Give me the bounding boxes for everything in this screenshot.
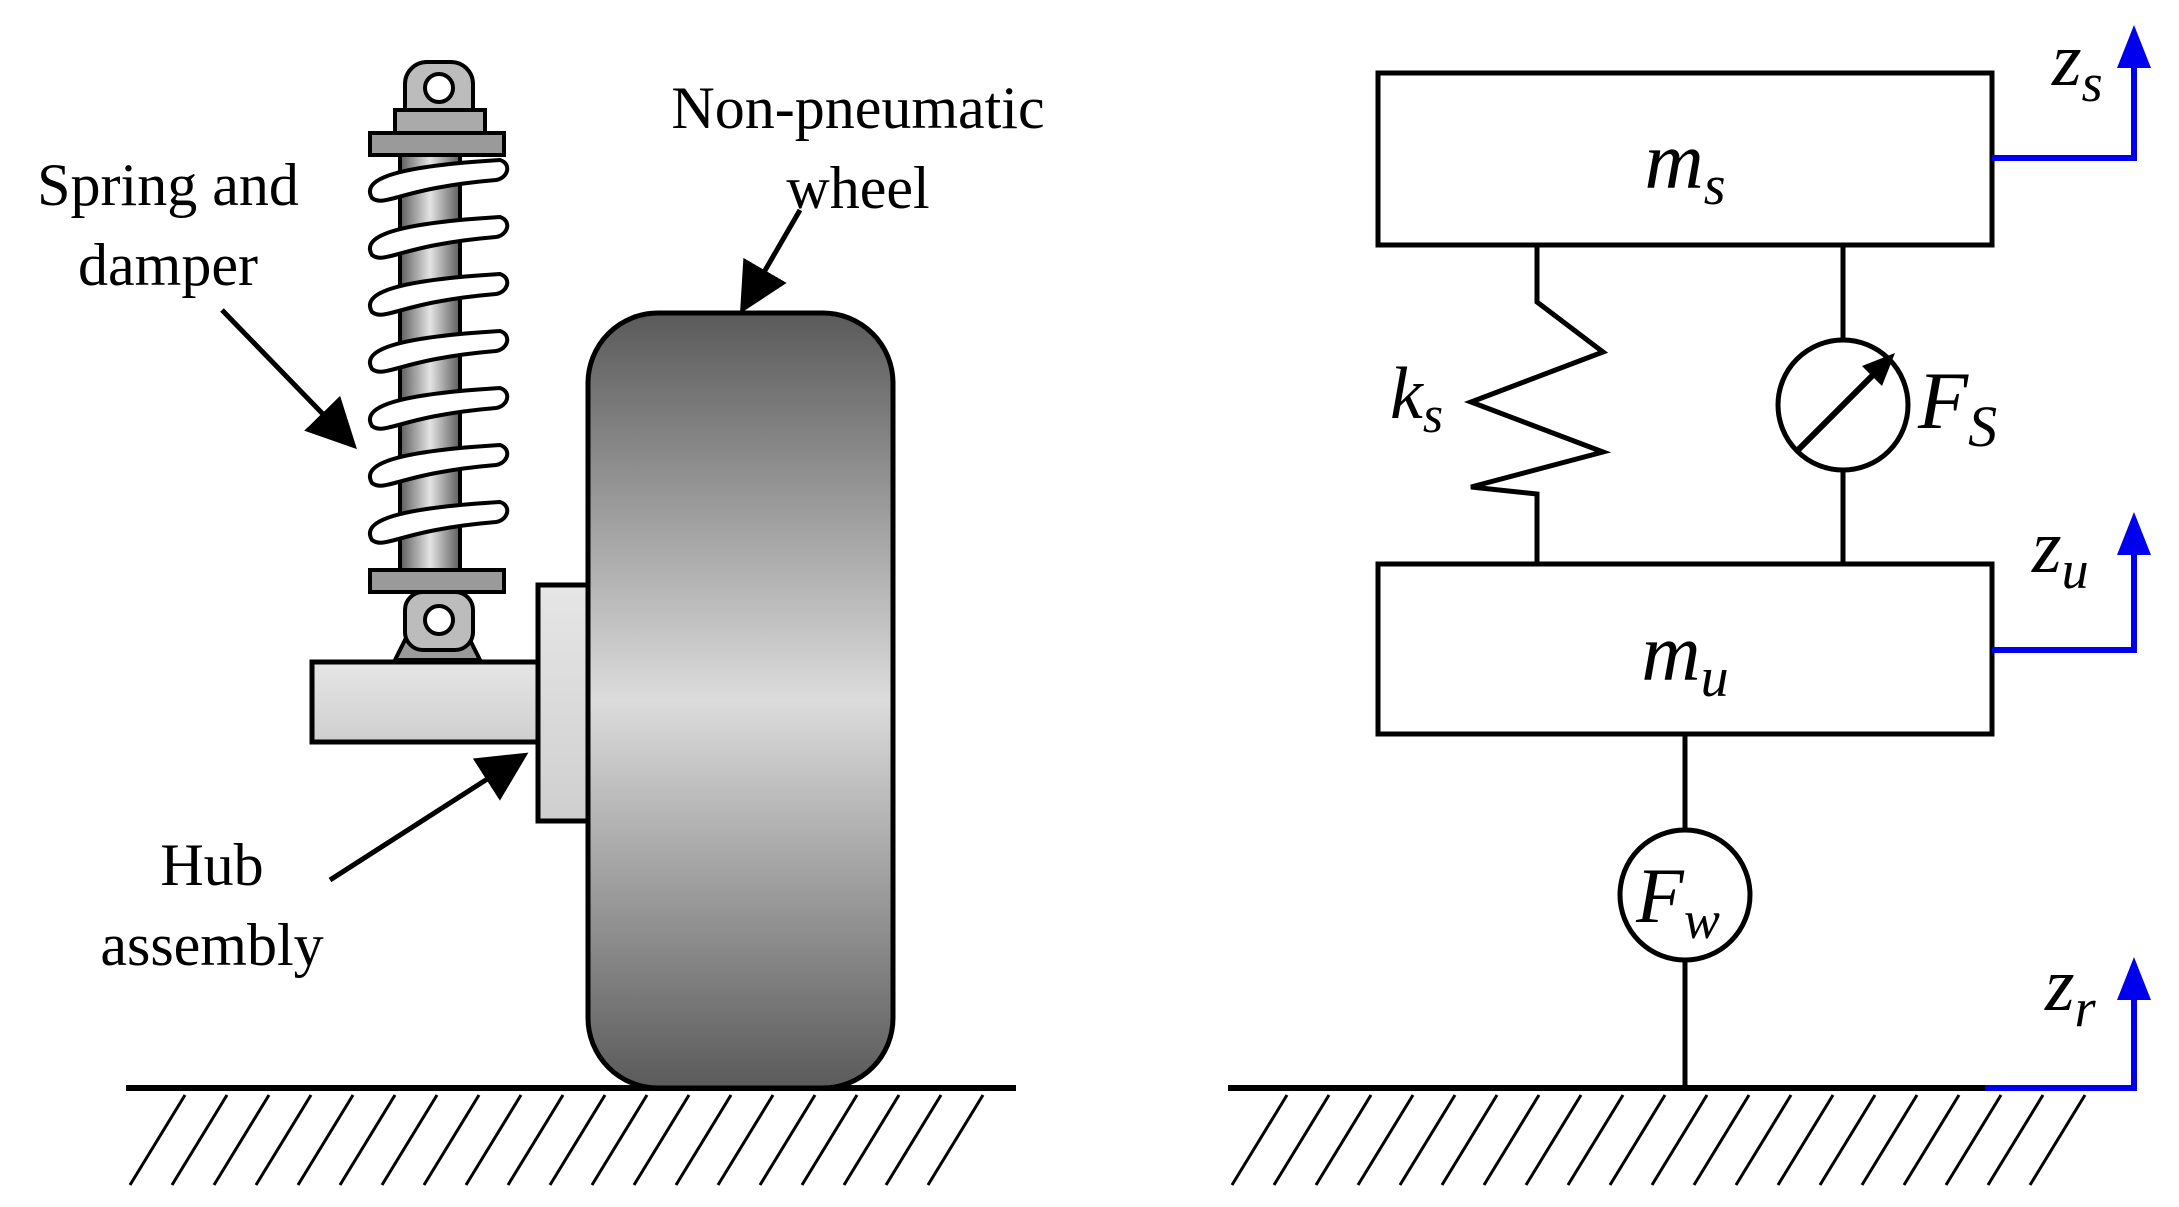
unsprung-mass-subscript: u [1701,647,1729,709]
spring-damper-label-line1: Spring and [37,152,299,218]
svg-text:ks: ks [1390,353,1443,444]
ground-hatch-line [506,1094,565,1186]
spring-coil [368,385,510,431]
ground-hatch-line [590,1094,649,1186]
ground-hatch-line [674,1094,733,1186]
spring-coil [368,214,510,260]
right-quarter-car-model: ms mu ks FS [1228,18,2151,1186]
svg-text:mu: mu [1641,607,1728,709]
ground-hatch-line [884,1094,943,1186]
ground-hatch-line [632,1094,691,1186]
wheel-force-subscript: w [1684,890,1720,950]
spring-coil [368,271,510,317]
ground-hatch-line [254,1094,313,1186]
ground-hatch-line [212,1094,271,1186]
ground-hatch-line [464,1094,523,1186]
non-pneumatic-wheel-shape [585,310,896,1091]
suspension-force-symbol: F [1917,355,1969,446]
ground-hatch-line [1692,1094,1751,1186]
spring-coil [368,499,510,545]
ground-hatch-line [128,1094,187,1186]
suspension-force-element: FS [1775,245,1997,564]
ground-hatch-line [1272,1094,1331,1186]
ground-hatch-line [1860,1094,1919,1186]
hub-label-line2: assembly [100,912,323,978]
ground-hatch-line [1650,1094,1709,1186]
spring-symbol: k [1390,353,1424,435]
wheel-leader-arrow [739,208,803,314]
hub-label-line1: Hub [160,832,263,898]
svg-text:zs: zs [2051,18,2103,113]
hub-leader-arrow [328,752,529,883]
spring-element: ks [1390,245,1612,564]
spring-subscript: s [1423,387,1443,444]
spring-coil [368,442,510,488]
spring-damper-leader-arrow [220,308,357,450]
right-ground [1228,1085,2118,1186]
ground-hatch-line [1482,1094,1541,1186]
spring-damper-label-line2: damper [78,232,258,298]
spring-coil [368,328,510,374]
zr-subscript: r [2075,978,2097,1038]
ground-hatch-line [380,1094,439,1186]
svg-text:FS: FS [1917,355,1997,459]
hub-assembly-shape [309,582,591,824]
ground-hatch-line [1818,1094,1877,1186]
zu-subscript: u [2062,540,2089,600]
ground-hatch-line [1608,1094,1667,1186]
ground-hatch-line [2028,1094,2087,1186]
wheel-label-line2: wheel [786,155,929,221]
sprung-mass-subscript: s [1704,155,1726,217]
ground-hatch-line [1356,1094,1415,1186]
zr-symbol: z [2044,943,2075,1027]
zu-symbol: z [2031,505,2062,589]
ground-hatch-line [1440,1094,1499,1186]
sprung-mass-block: ms [1375,70,1995,248]
ground-hatch-line [1230,1094,1289,1186]
sprung-mass-symbol: m [1644,115,1703,206]
zs-subscript: s [2082,53,2103,113]
ground-hatch-line [716,1094,775,1186]
svg-text:zu: zu [2031,505,2089,600]
ground-hatch-line [1944,1094,2003,1186]
suspension-force-subscript: S [1968,394,1997,459]
displacement-zu: zu [1992,505,2151,653]
ground-hatch-line [1398,1094,1457,1186]
displacement-zr: zr [1985,943,2151,1091]
ground-hatch-line [926,1094,985,1186]
ground-hatch-line [1524,1094,1583,1186]
ground-hatch-line [800,1094,859,1186]
left-physical-model: Spring and damper Non-pneumatic wheel Hu… [37,60,1045,1186]
svg-text:ms: ms [1644,115,1725,217]
ground-hatch-line [842,1094,901,1186]
wheel-force-element: Fw [1617,734,1753,1088]
ground-hatch-line [548,1094,607,1186]
ground-hatch-line [296,1094,355,1186]
unsprung-mass-block: mu [1375,561,1995,737]
spring-coil [368,157,510,203]
ground-hatch-line [422,1094,481,1186]
zs-symbol: z [2051,18,2082,102]
displacement-zs: zs [1992,18,2151,161]
spring-damper-shape [368,60,510,662]
ground-hatch-line [338,1094,397,1186]
wheel-force-symbol: F [1635,852,1685,939]
unsprung-mass-symbol: m [1641,607,1700,698]
ground-hatch-line [170,1094,229,1186]
left-ground [126,1085,1016,1186]
svg-text:Fw: Fw [1635,852,1720,950]
ground-hatch-line [1776,1094,1835,1186]
ground-hatch-line [758,1094,817,1186]
ground-hatch-line [1902,1094,1961,1186]
ground-hatch-line [1566,1094,1625,1186]
ground-hatch-line [1986,1094,2045,1186]
svg-text:zr: zr [2044,943,2097,1038]
ground-hatch-line [1734,1094,1793,1186]
wheel-label-line1: Non-pneumatic [671,75,1044,141]
ground-hatch-line [1314,1094,1373,1186]
